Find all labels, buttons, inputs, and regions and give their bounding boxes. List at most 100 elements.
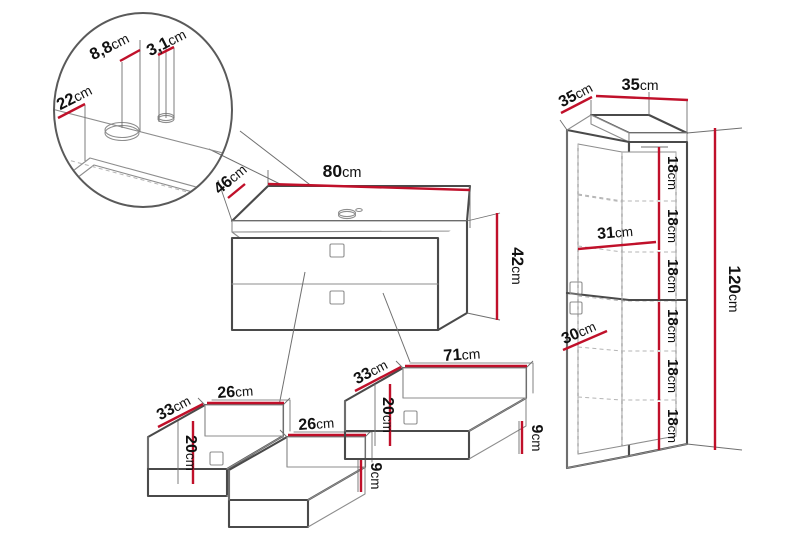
small-drawer-front: 26cm 9cm xyxy=(227,415,384,529)
dim-label-shelf-1: 18cm xyxy=(664,156,681,190)
dim-label-shelf-3: 18cm xyxy=(664,259,681,293)
detail-counter-back-edge xyxy=(55,108,231,161)
dim-label-tall-depth-35: 35cm xyxy=(556,79,596,111)
dim-line-small-left-33 xyxy=(157,402,204,429)
dim-label-large-9: 9cm xyxy=(528,425,545,452)
vanity-ext-depth-a xyxy=(217,179,233,222)
dim-label-31: 3,1cm xyxy=(144,25,189,60)
tall-cabinet-handle-upper[interactable] xyxy=(569,281,583,295)
svg-text:31cm: 31cm xyxy=(597,223,634,243)
dim-label-shelf-4: 18cm xyxy=(664,309,681,343)
small-front-inner-edges xyxy=(286,436,366,468)
dim-label-tall-31: 31cm xyxy=(597,223,634,243)
small-left-side-slope xyxy=(226,435,284,470)
large-drawer: 33cm 71cm 20cm 9cm xyxy=(343,344,545,461)
dim-label-small-left-26: 26cm xyxy=(217,383,254,402)
tall-cabinet-shelves xyxy=(565,144,689,454)
svg-text:18cm: 18cm xyxy=(664,309,681,343)
svg-text:35cm: 35cm xyxy=(556,79,596,111)
svg-text:26cm: 26cm xyxy=(217,383,254,402)
large-drawer-ext-a xyxy=(395,360,404,369)
shelf-line-1 xyxy=(577,193,676,202)
dim-label-small-front-26: 26cm xyxy=(298,415,335,434)
tall-cabinet-shelf-dimensions: 18cm 18cm 18cm 18cm xyxy=(641,146,681,450)
dim-label-large-71: 71cm xyxy=(443,344,481,365)
small-left-inner-edges xyxy=(204,404,284,437)
large-drawer-handle[interactable] xyxy=(403,410,418,425)
svg-text:26cm: 26cm xyxy=(298,415,335,434)
dim-label-80: 80cm xyxy=(323,161,362,181)
vanity-basin-hole xyxy=(337,210,357,220)
dim-label-shelf-5: 18cm xyxy=(664,359,681,393)
svg-text:20cm: 20cm xyxy=(379,397,396,433)
dim-line-31 xyxy=(157,45,175,57)
svg-text:18cm: 18cm xyxy=(664,209,681,243)
dim-line-tall-30 xyxy=(562,329,608,352)
svg-text:80cm: 80cm xyxy=(323,161,362,181)
dim-label-large-20: 20cm xyxy=(379,397,396,433)
tall-cabinet-top-front-edge xyxy=(628,132,688,143)
dim-line-large-33 xyxy=(354,365,402,393)
vanity-ext-height-b xyxy=(466,312,501,321)
detail-counter-hidden-edge xyxy=(56,156,231,205)
svg-text:42cm: 42cm xyxy=(508,247,527,285)
svg-text:9cm: 9cm xyxy=(367,463,384,490)
svg-text:18cm: 18cm xyxy=(664,156,681,190)
vanity-basin-hole-rim xyxy=(337,208,357,218)
svg-text:20cm: 20cm xyxy=(182,435,199,471)
svg-text:35cm: 35cm xyxy=(621,76,658,94)
small-left-ext-b xyxy=(282,397,291,406)
vanity-tap-hole xyxy=(355,207,363,213)
large-drawer-inner-edges xyxy=(402,367,527,399)
small-front-side-face xyxy=(307,466,366,528)
vanity-leader-to-large-drawer xyxy=(382,292,411,363)
vanity-handle-upper[interactable] xyxy=(329,243,345,258)
large-drawer-ext-b xyxy=(525,360,534,369)
small-front-side-slope xyxy=(307,466,366,501)
large-drawer-side-slope xyxy=(468,397,527,432)
tall-cabinet-top-to-face xyxy=(566,114,592,131)
two-drawer-vanity-cabinet: 46cm 80cm 42cm xyxy=(210,161,527,417)
large-drawer-rear-rim xyxy=(409,362,534,394)
tall-column-cabinet: 35cm 35cm 120cm 31cm 30cm xyxy=(556,76,744,470)
small-left-rear-rim xyxy=(211,399,291,432)
large-drawer-side-face xyxy=(468,397,527,460)
dim-line-80 xyxy=(267,182,471,192)
detail-ellipse-frame xyxy=(53,12,233,208)
dim-label-small-left-33: 33cm xyxy=(154,392,194,424)
dim-line-88 xyxy=(119,48,141,63)
dim-line-46 xyxy=(227,183,246,199)
tall-cabinet-handle-lower[interactable] xyxy=(569,301,583,315)
small-left-inner-bottom xyxy=(204,404,284,437)
svg-text:71cm: 71cm xyxy=(443,344,481,365)
small-left-ext-a xyxy=(197,397,206,406)
dim-label-shelf-6: 18cm xyxy=(664,409,681,443)
svg-text:3,1cm: 3,1cm xyxy=(144,25,189,60)
dim-line-tall-depth-35 xyxy=(560,95,593,115)
large-drawer-inner-bottom xyxy=(402,367,527,399)
svg-text:33cm: 33cm xyxy=(154,392,194,424)
vanity-right-side xyxy=(436,221,469,332)
dim-label-42: 42cm xyxy=(508,247,527,285)
shelf-divider-main xyxy=(565,291,689,302)
svg-text:120cm: 120cm xyxy=(725,265,744,312)
vanity-ext-height-a xyxy=(466,212,501,222)
dim-label-tall-120: 120cm xyxy=(725,265,744,312)
dim-label-shelf-2: 18cm xyxy=(664,209,681,243)
small-left-handle[interactable] xyxy=(209,451,224,466)
vanity-countertop-edge xyxy=(231,220,468,233)
svg-text:18cm: 18cm xyxy=(664,409,681,443)
dim-label-small-front-9: 9cm xyxy=(367,463,384,490)
dim-label-tall-30: 30cm xyxy=(559,319,598,348)
small-front-ext-a xyxy=(279,429,288,438)
vanity-leader-to-small-drawer xyxy=(276,271,306,417)
dim-label-small-left-20: 20cm xyxy=(182,435,199,471)
shelf-line-4 xyxy=(577,346,676,352)
small-drawer-left: 33cm 26cm 20cm xyxy=(146,383,291,498)
shelf-line-1b xyxy=(577,194,623,203)
dim-label-tall-width-35: 35cm xyxy=(621,76,658,94)
dim-line-22 xyxy=(57,102,86,120)
vanity-handle-lower[interactable] xyxy=(329,290,345,305)
